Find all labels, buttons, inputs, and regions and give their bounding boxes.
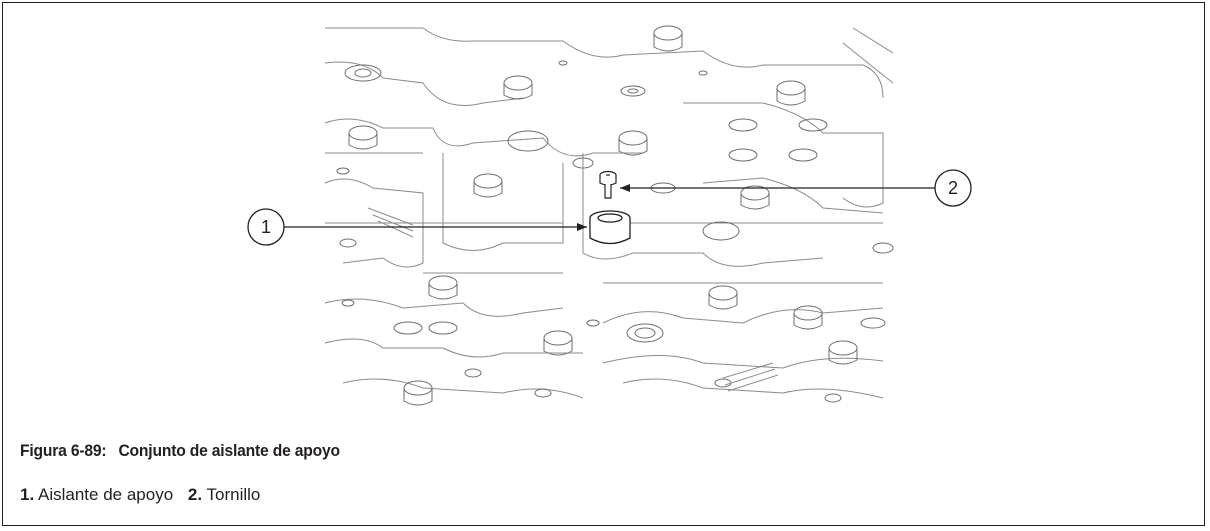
legend-item: 2. Tornillo	[188, 485, 260, 504]
screw-part	[599, 170, 617, 199]
callout-2: 2	[620, 169, 972, 207]
legend-item-label: Aislante de apoyo	[38, 485, 174, 504]
callout-1: 1	[247, 208, 587, 246]
figure-caption: Figura 6-89: Conjunto de aislante de apoy…	[20, 441, 340, 461]
legend-item-label: Tornillo	[206, 485, 261, 504]
legend-item-number: 2.	[187, 485, 203, 504]
figure-number: Figura 6-89:	[20, 441, 107, 460]
figure-title: Conjunto de aislante de apoyo	[118, 441, 340, 460]
mold-plate-drawing	[324, 25, 894, 406]
callout-2-number: 2	[948, 178, 958, 198]
legend-item: 1. Aislante de apoyo	[20, 485, 173, 504]
figure-legend: 1. Aislante de apoyo 2. Tornillo	[20, 485, 270, 505]
legend-item-number: 1.	[20, 485, 35, 504]
callout-1-number: 1	[261, 217, 271, 237]
technical-illustration: 1 2	[247, 25, 972, 406]
support-insulator-part	[589, 210, 631, 245]
